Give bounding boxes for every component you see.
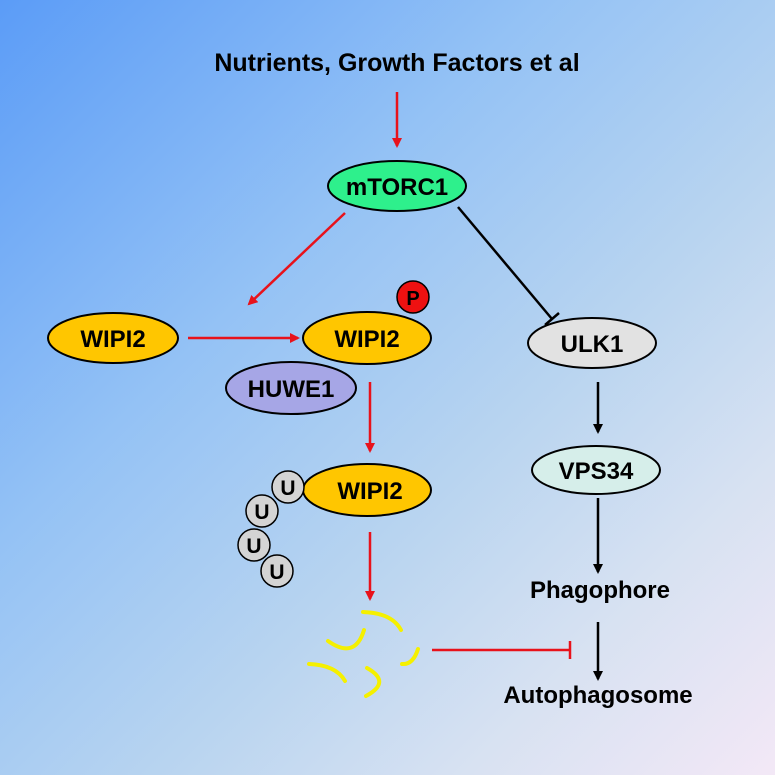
node-vps34: VPS34	[531, 445, 661, 495]
degraded-fragments	[307, 610, 420, 698]
diagram-title: Nutrients, Growth Factors et al	[214, 49, 579, 77]
svg-text:U: U	[254, 501, 269, 524]
ubiquitin: U	[260, 554, 294, 588]
inhibition-mtorc1-ulk1	[457, 206, 560, 326]
phospho-badge: P	[396, 280, 430, 314]
phagophore-label: Phagophore	[530, 577, 670, 604]
node-label: WIPI2	[80, 326, 145, 353]
node-wipi2-left: WIPI2	[47, 312, 179, 364]
node-huwe1: HUWE1	[225, 361, 357, 415]
ubiquitin: U	[237, 528, 271, 562]
svg-text:U: U	[280, 477, 295, 500]
node-label: mTORC1	[346, 174, 448, 201]
node-label: ULK1	[561, 331, 624, 358]
ubiquitin: U	[245, 494, 279, 528]
autophagosome-label: Autophagosome	[503, 682, 692, 709]
node-label: WIPI2	[334, 326, 399, 353]
node-label: WIPI2	[337, 478, 402, 505]
node-mtorc1: mTORC1	[327, 160, 467, 212]
node-label: HUWE1	[248, 376, 335, 403]
ubiquitin-chain: U U U U	[237, 470, 305, 588]
node-wipi2-phosphorylated: WIPI2	[302, 311, 432, 365]
inhibition-degradation-autophagosome	[432, 641, 572, 659]
node-ulk1: ULK1	[527, 317, 657, 369]
svg-text:U: U	[246, 535, 261, 558]
arrow-mtorc1-to-wipi2	[247, 212, 346, 306]
node-wipi2-ubiquitinated: WIPI2	[302, 463, 432, 517]
svg-text:U: U	[269, 561, 284, 584]
svg-text:P: P	[406, 288, 419, 310]
node-label: VPS34	[559, 458, 634, 485]
ubiquitin: U	[271, 470, 305, 504]
